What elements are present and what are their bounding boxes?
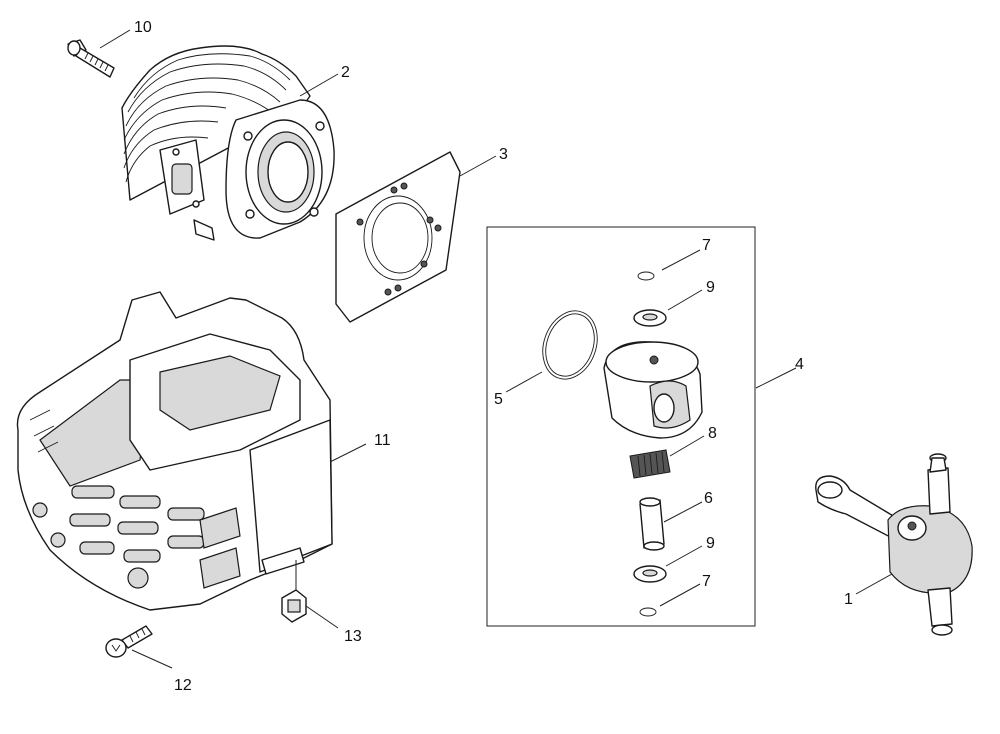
piston-ring-part-5 [542,310,598,380]
label-13: 13 [344,628,362,645]
label-12: 12 [174,677,192,694]
leader-lines [99,29,893,669]
part-labels: 10 2 3 4 7 9 5 8 6 9 7 11 13 12 1 [134,19,853,694]
label-11: 11 [374,432,391,449]
label-6: 6 [704,490,713,507]
circlip-part-7-top [637,271,655,281]
crankshaft-part-1 [815,453,973,636]
piston [603,341,703,439]
label-1: 1 [844,591,853,608]
bolt-part-10 [67,39,115,78]
label-5: 5 [494,391,503,408]
needle-bearing-part-8 [629,449,671,479]
label-10: 10 [134,19,152,36]
label-9-bottom: 9 [706,535,715,552]
label-8: 8 [708,425,717,442]
nut-part-13 [281,589,307,623]
screw-part-12 [105,625,153,658]
label-7-top: 7 [702,237,711,254]
crankcase-part-11 [16,291,333,611]
label-3: 3 [499,146,508,163]
label-9-top: 9 [706,279,715,296]
gasket-part-3 [335,151,461,323]
washer-part-9-bottom [633,565,667,583]
piston-kit-frame [486,226,756,627]
circlip-part-7-bottom [639,607,657,617]
washer-part-9-top [633,309,667,327]
cylinder-part-2 [121,45,335,241]
label-4: 4 [795,356,804,373]
label-2: 2 [341,64,350,81]
piston-pin-part-6 [639,497,665,551]
label-7-bottom: 7 [702,573,711,590]
